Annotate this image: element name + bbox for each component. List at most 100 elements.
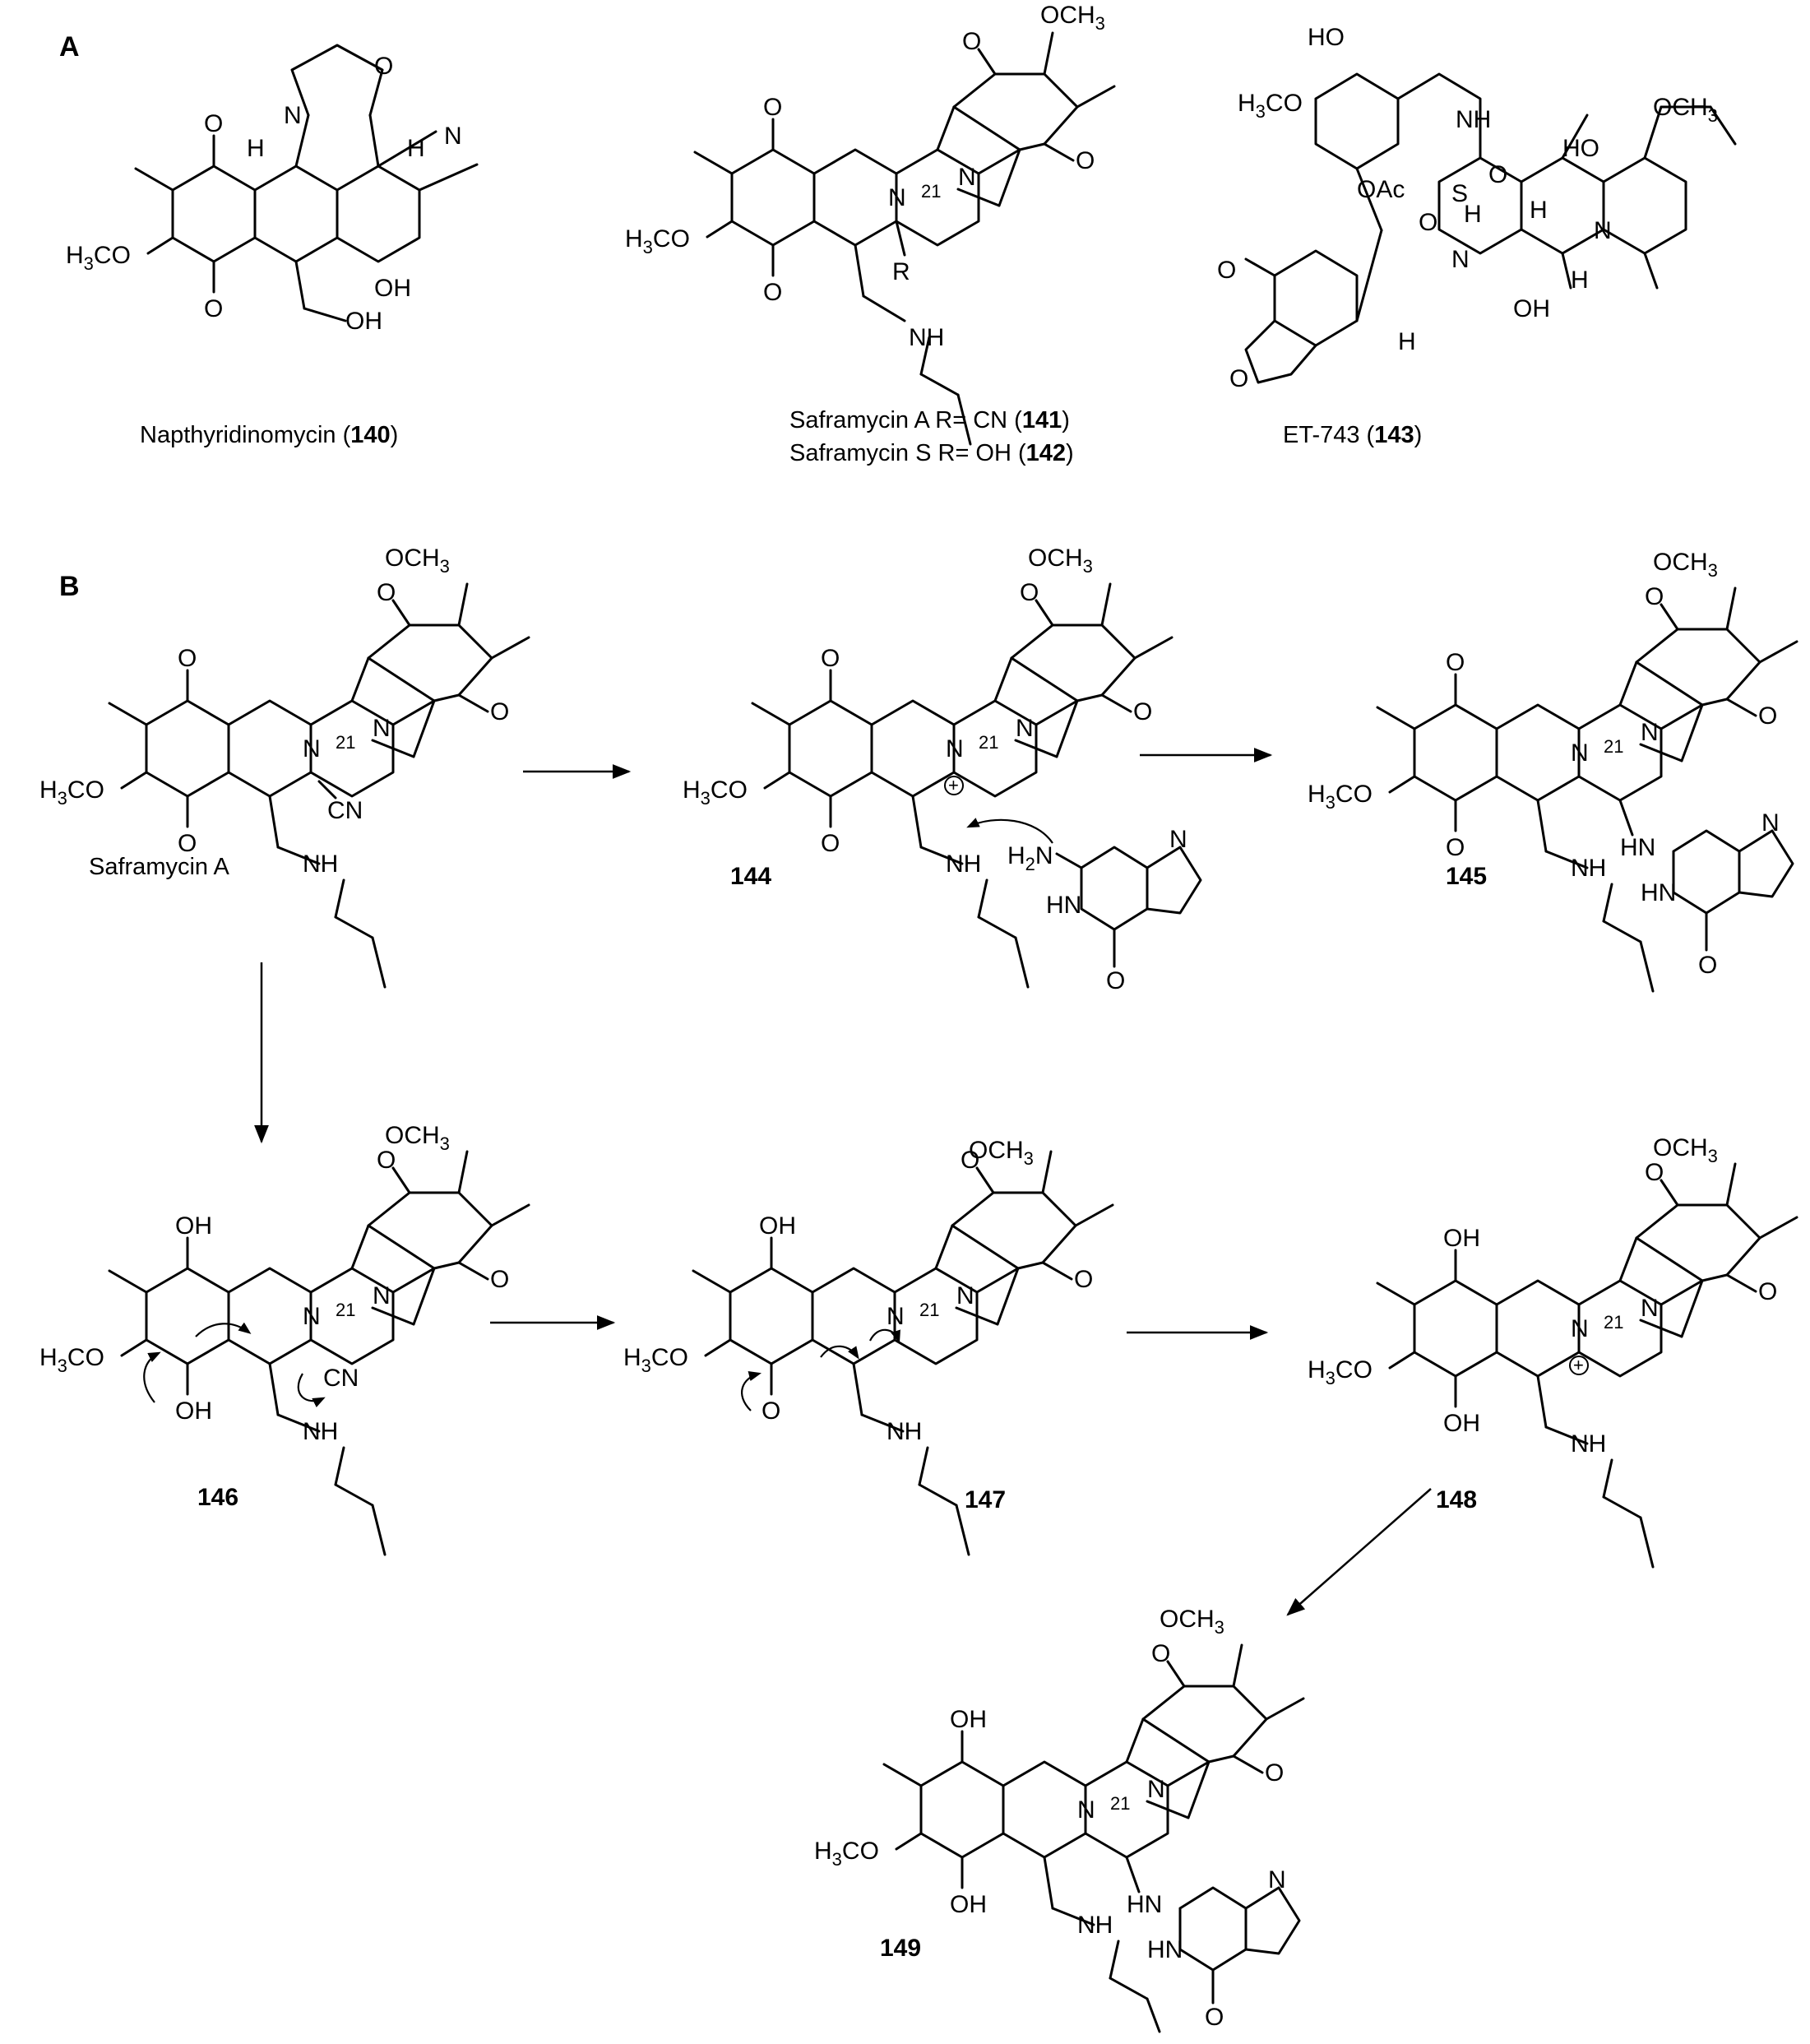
label-149: 149 — [880, 1935, 921, 1962]
c145-o-4: O — [1758, 702, 1777, 730]
et-oac: OAc — [1357, 176, 1405, 203]
naph-h-2: H — [407, 135, 425, 162]
c146-methoxy: OCH3 — [385, 1122, 450, 1154]
c148-h3co: H3CO — [1308, 1356, 1373, 1388]
c149-hn: HN — [1127, 1891, 1162, 1918]
caption-saframycin-a: Saframycin A R= CN (141) — [789, 407, 1070, 433]
c148-nh: NH — [1571, 1430, 1606, 1458]
c145-n: N — [1571, 739, 1589, 767]
caption-napthyridinomycin: Napthyridinomycin (140) — [140, 422, 398, 448]
et-oh: OH — [1513, 295, 1550, 322]
naph-n-2: N — [444, 123, 462, 150]
c145-nh: NH — [1571, 855, 1606, 882]
c149-oh-2: OH — [950, 1891, 987, 1918]
et-n: N — [1594, 217, 1612, 244]
et-h-2: H — [1571, 267, 1589, 294]
c145-o-2: O — [1446, 834, 1465, 861]
c146-o-3: O — [377, 1147, 396, 1174]
c144-o-guanine: O — [1106, 967, 1125, 994]
naph-o-top: O — [204, 110, 223, 137]
panel-b-label: B — [59, 571, 80, 602]
c145-o-3: O — [1645, 583, 1664, 610]
safa-c21: 21 — [921, 181, 941, 202]
c147-methoxy: OCH3 — [969, 1137, 1034, 1169]
c147-c21: 21 — [919, 1300, 939, 1320]
label-146: 146 — [197, 1484, 238, 1511]
c146-o-4: O — [490, 1266, 509, 1293]
c147-h3co: H3CO — [623, 1344, 688, 1376]
c149-hn-2: HN — [1147, 1936, 1183, 1963]
safab-n: N — [303, 735, 321, 762]
c145-o-guanine: O — [1698, 952, 1717, 979]
label-saframycin-a: Saframycin A — [89, 854, 229, 880]
c149-oh-1: OH — [950, 1706, 987, 1733]
structure-et-743: HO H3CO NH O O OAc S HO OCH3 N N OH H H … — [1217, 24, 1737, 392]
structure-146: OH OH O O N N 21 CN NH OCH3 H3CO — [39, 1122, 530, 1556]
c146-oh-1: OH — [175, 1212, 212, 1240]
structure-149: OH OH O O N N 21 HN NH HN N O OCH3 H3CO — [814, 1606, 1305, 2033]
c149-n: N — [1077, 1796, 1095, 1824]
naph-oh-1: OH — [345, 308, 382, 335]
safab-c21: 21 — [336, 732, 355, 753]
c144-o-4: O — [1133, 698, 1152, 725]
safa-o-2: O — [763, 279, 782, 306]
safab-o-2: O — [178, 830, 197, 857]
c144-n-bridge: N — [1016, 715, 1034, 742]
c144-o-2: O — [821, 830, 840, 857]
c144-n: N — [946, 735, 964, 762]
et-h-3: H — [1464, 201, 1482, 228]
c144-plus: + — [948, 775, 959, 795]
c144-nh: NH — [946, 851, 981, 878]
safab-o-1: O — [178, 645, 197, 672]
structure-145: HN NH HN N N 21 O O O O O N OCH3 H3CO — [1308, 549, 1798, 993]
c145-c21: 21 — [1604, 736, 1623, 757]
c144-c21: 21 — [979, 732, 998, 753]
safab-o-3: O — [377, 579, 396, 606]
et-s: S — [1451, 180, 1468, 207]
c148-oh-1: OH — [1443, 1225, 1480, 1252]
et-o-ester: O — [1419, 209, 1437, 236]
structure-148: + OH OH O O N N 21 NH OCH3 H3CO — [1308, 1134, 1798, 1569]
c146-cn: CN — [323, 1365, 359, 1392]
et-ho-2: HO — [1562, 135, 1599, 162]
c149-guanine-n: N — [1268, 1866, 1286, 1893]
c147-oh: OH — [759, 1212, 796, 1240]
c149-c21: 21 — [1110, 1793, 1130, 1814]
c144-h3co: H3CO — [683, 776, 748, 809]
c145-hn: HN — [1620, 834, 1655, 861]
c149-h3co: H3CO — [814, 1838, 879, 1870]
et-ho: HO — [1308, 24, 1345, 51]
label-144: 144 — [730, 863, 771, 890]
c148-plus: + — [1573, 1355, 1584, 1375]
c145-methoxy: OCH3 — [1653, 549, 1718, 581]
safab-methoxy: OCH3 — [385, 545, 450, 577]
safa-nh: NH — [909, 324, 944, 351]
naph-o-bottom: O — [204, 295, 223, 322]
c148-o-3: O — [1645, 1159, 1664, 1186]
reaction-arrow-icon — [1286, 1488, 1432, 1616]
safa-h3co: H3CO — [625, 225, 690, 257]
c147-n: N — [886, 1303, 905, 1330]
safab-h3co: H3CO — [39, 776, 104, 809]
et-h-1: H — [1398, 328, 1416, 355]
et-o-carbonyl: O — [1488, 161, 1507, 188]
c148-c21: 21 — [1604, 1312, 1623, 1333]
naph-oh-2: OH — [374, 275, 411, 302]
et-n-2: N — [1451, 246, 1470, 273]
c147-n-bridge: N — [956, 1282, 974, 1309]
c147-nh: NH — [886, 1418, 922, 1445]
et-methoxy: OCH3 — [1653, 94, 1718, 126]
c146-nh: NH — [303, 1418, 338, 1445]
c149-nh: NH — [1077, 1912, 1113, 1939]
safa-o-1: O — [763, 94, 782, 121]
c148-oh-2: OH — [1443, 1410, 1480, 1437]
safab-n-bridge: N — [373, 715, 391, 742]
c144-o-1: O — [821, 645, 840, 672]
structure-147: OH O O O N N 21 NH OCH3 H3CO — [623, 1137, 1114, 1556]
c147-o-4: O — [1074, 1266, 1093, 1293]
et-o-1: O — [1217, 257, 1236, 284]
structure-napthyridinomycin: O O O N N H H OH OH H3CO — [66, 44, 479, 335]
c144-o-3: O — [1020, 579, 1039, 606]
c146-h3co: H3CO — [39, 1344, 104, 1376]
c148-n-bridge: N — [1641, 1295, 1659, 1322]
